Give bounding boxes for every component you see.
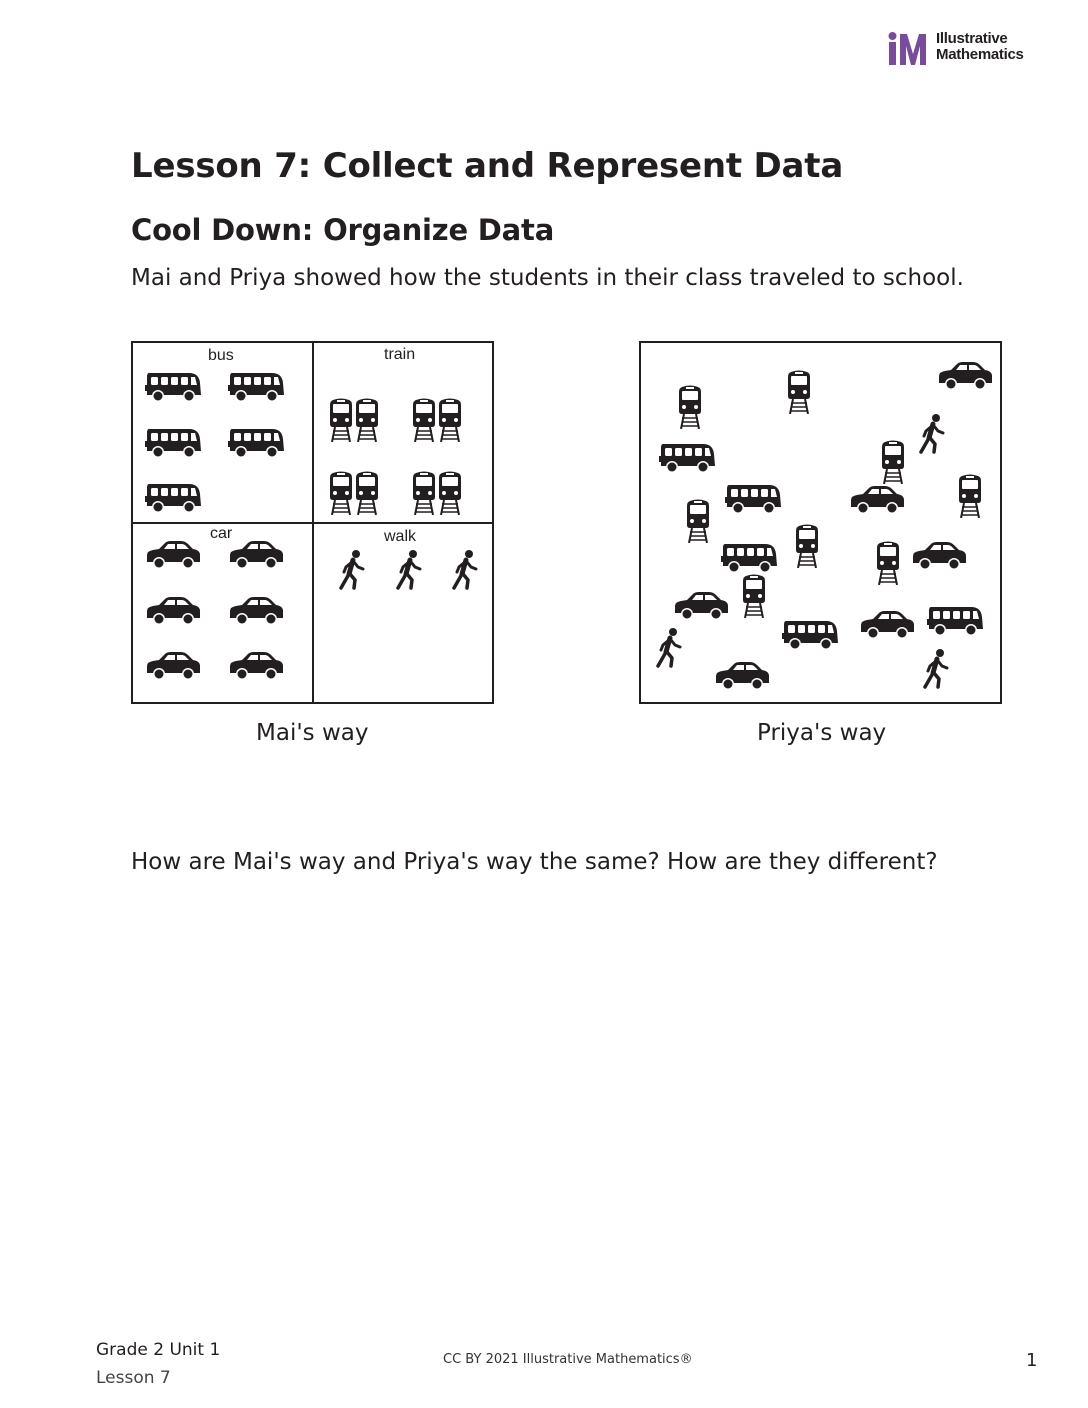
bus-icon xyxy=(145,429,201,458)
train-icon xyxy=(686,499,710,543)
question-text: How are Mai's way and Priya's way the sa… xyxy=(131,849,938,875)
bus-icon xyxy=(927,607,983,636)
brand-line-1: Illustrative xyxy=(936,30,1008,47)
brand-line-2: Mathematics xyxy=(936,46,1024,63)
car-icon xyxy=(716,662,769,690)
train-icon xyxy=(355,471,379,515)
footer-grade-unit: Grade 2 Unit 1 xyxy=(96,1340,221,1360)
bus-icon xyxy=(228,373,284,402)
quadrant-divider-horizontal xyxy=(133,522,492,524)
train-icon xyxy=(438,471,462,515)
walk-icon xyxy=(451,550,481,590)
intro-text: Mai and Priya showed how the students in… xyxy=(131,265,964,291)
label-car: car xyxy=(210,525,233,542)
train-icon xyxy=(881,440,905,484)
bus-icon xyxy=(659,444,715,473)
bus-icon xyxy=(725,485,781,514)
label-walk: walk xyxy=(384,528,417,545)
mai-sorted-chart: bus train car walk xyxy=(131,341,494,704)
footer-course-info: Grade 2 Unit 1 Lesson 7 xyxy=(96,1336,220,1392)
car-icon xyxy=(147,597,200,625)
train-icon xyxy=(412,471,436,515)
footer-copyright: CC BY 2021 Illustrative Mathematics® xyxy=(443,1352,693,1367)
im-logo-icon xyxy=(888,32,926,65)
walk-icon xyxy=(338,550,368,590)
bus-icon xyxy=(145,484,201,513)
priya-unsorted-picture xyxy=(639,341,1002,704)
page-title: Lesson 7: Collect and Represent Data xyxy=(131,146,844,186)
bus-icon xyxy=(145,373,201,402)
car-icon xyxy=(147,541,200,569)
page-number: 1 xyxy=(1026,1350,1038,1371)
train-icon xyxy=(329,471,353,515)
car-icon xyxy=(230,597,283,625)
walk-icon xyxy=(922,649,952,689)
brand-logo: Illustrative Mathematics xyxy=(888,30,1048,70)
section-title: Cool Down: Organize Data xyxy=(131,213,555,247)
bus-icon xyxy=(228,429,284,458)
label-train: train xyxy=(384,346,416,363)
car-icon xyxy=(230,652,283,680)
train-icon xyxy=(958,474,982,518)
train-icon xyxy=(876,541,900,585)
car-icon xyxy=(939,362,992,390)
brand-name: Illustrative Mathematics xyxy=(936,31,1024,63)
car-icon xyxy=(851,486,904,514)
train-icon xyxy=(329,398,353,442)
car-icon xyxy=(230,541,283,569)
walk-icon xyxy=(655,628,685,668)
bus-icon xyxy=(782,621,838,650)
priya-caption: Priya's way xyxy=(757,720,887,746)
train-icon xyxy=(795,524,819,568)
mai-caption: Mai's way xyxy=(256,720,369,746)
train-icon xyxy=(678,385,702,429)
walk-icon xyxy=(918,414,948,454)
train-icon xyxy=(438,398,462,442)
train-icon xyxy=(412,398,436,442)
train-icon xyxy=(355,398,379,442)
train-icon xyxy=(787,370,811,414)
car-icon xyxy=(147,652,200,680)
bus-icon xyxy=(721,544,777,573)
walk-icon xyxy=(395,550,425,590)
car-icon xyxy=(675,592,728,620)
footer-lesson: Lesson 7 xyxy=(96,1368,171,1388)
label-bus: bus xyxy=(208,347,234,364)
train-icon xyxy=(742,574,766,618)
car-icon xyxy=(861,611,914,639)
car-icon xyxy=(913,542,966,570)
